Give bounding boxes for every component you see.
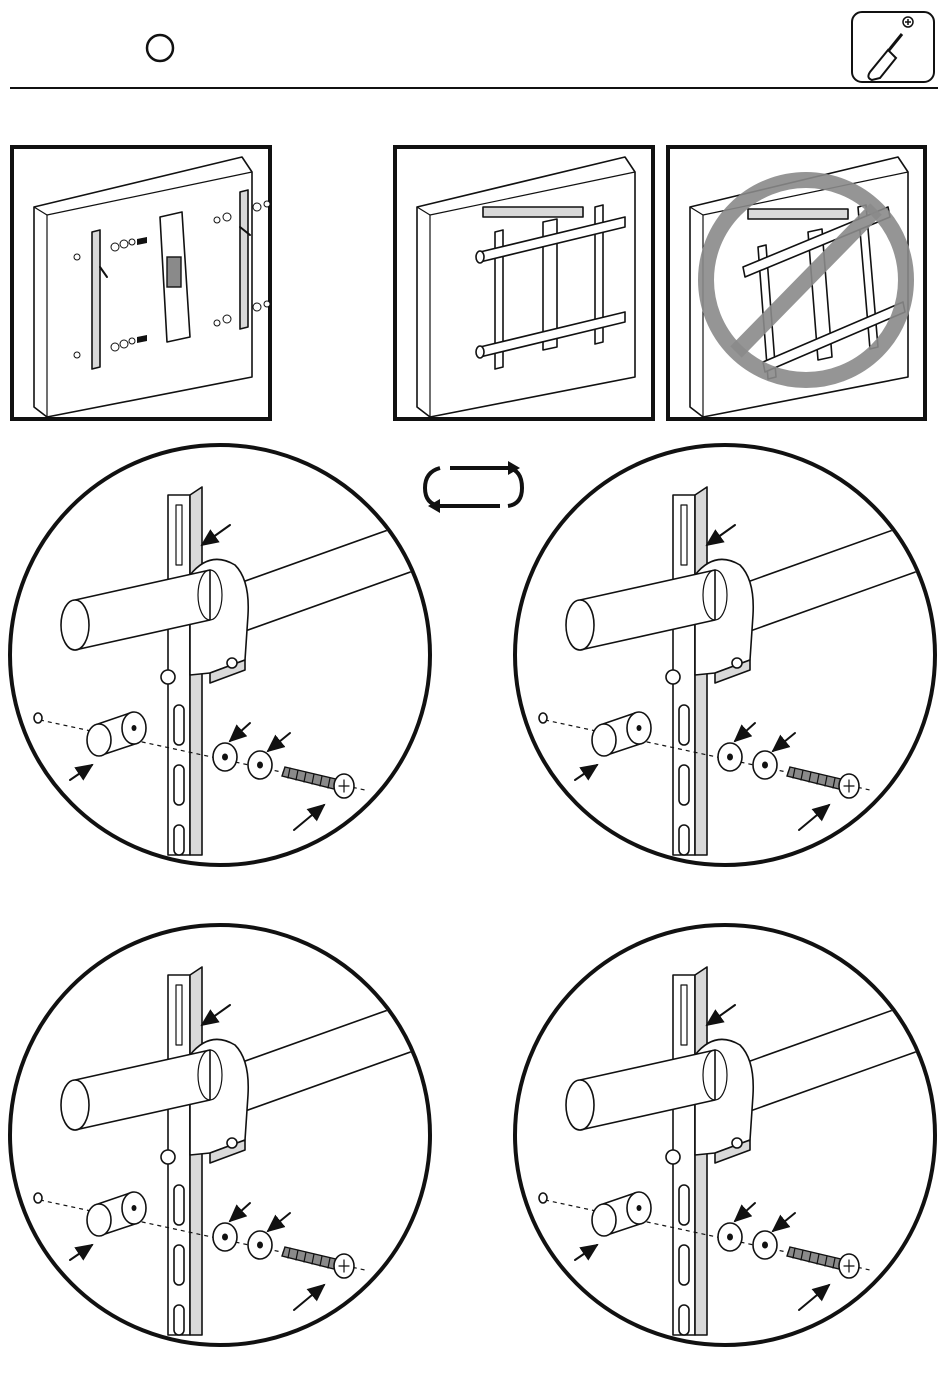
detail-top-right — [515, 445, 935, 865]
detail-bottom-right — [515, 925, 935, 1345]
rotate-arrows-icon — [425, 461, 522, 513]
tv-back-assembled-incorrect-panel — [668, 147, 925, 419]
detail-bottom-left — [10, 925, 430, 1345]
tv-back-exploded-panel — [12, 147, 270, 419]
circle-outline-icon — [147, 35, 173, 61]
tv-back-assembled-correct-panel — [395, 147, 653, 419]
header — [10, 12, 938, 88]
detail-top-left — [10, 445, 430, 865]
phillips-screwdriver-icon — [852, 12, 934, 82]
